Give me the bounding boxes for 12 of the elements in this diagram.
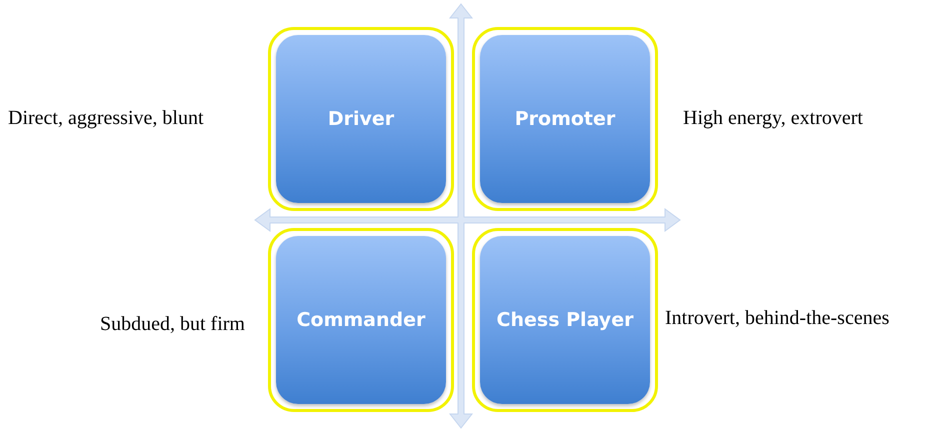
trait-description: Direct, aggressive, blunt — [8, 107, 204, 130]
quadrant-box — [268, 228, 454, 412]
trait-description: Subdued, but firm — [100, 313, 245, 336]
trait-description: Introvert, behind-the-scenes — [665, 307, 890, 330]
trait-description: High energy, extrovert — [683, 107, 863, 130]
quadrant-box — [472, 27, 658, 211]
quadrant-title: Promoter — [514, 108, 616, 130]
quadrant-box — [268, 27, 454, 211]
quadrant-title: Chess Player — [496, 309, 634, 331]
quadrant-box — [472, 228, 658, 412]
quadrant-title: Driver — [328, 108, 394, 130]
quadrant-title: Commander — [296, 309, 426, 331]
